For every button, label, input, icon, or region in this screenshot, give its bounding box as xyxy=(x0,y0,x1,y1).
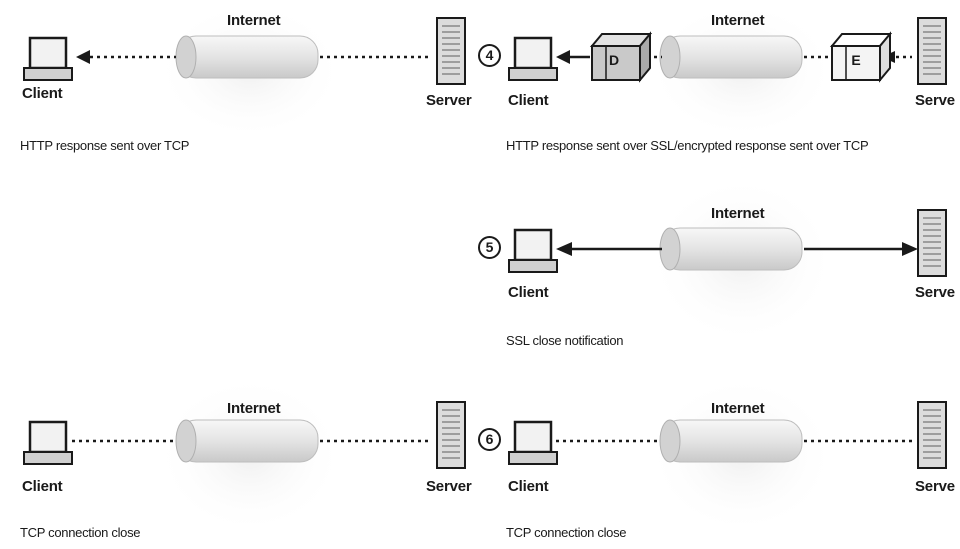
client-label: Client xyxy=(22,85,63,102)
server-icon xyxy=(436,17,466,85)
step-6-badge: 6 xyxy=(478,428,501,451)
client-computer-icon xyxy=(508,36,558,81)
decrypt-box-label: D xyxy=(608,52,620,68)
caption-http-over-ssl: HTTP response sent over SSL/encrypted re… xyxy=(506,138,869,153)
arrowhead-to-client xyxy=(76,50,90,64)
caption-tcp-close-left: TCP connection close xyxy=(20,525,141,540)
server-icon xyxy=(436,401,466,469)
client-computer-icon xyxy=(508,228,558,273)
internet-cloud xyxy=(175,35,319,79)
panel-http-over-ssl xyxy=(508,0,947,140)
internet-label: Internet xyxy=(711,205,765,222)
server-icon xyxy=(917,401,947,469)
encrypt-box-label: E xyxy=(851,52,861,68)
internet-label: Internet xyxy=(711,12,765,29)
internet-cloud xyxy=(659,227,803,271)
server-label: Serve xyxy=(915,92,955,109)
server-label: Server xyxy=(426,92,472,109)
caption-ssl-close: SSL close notification xyxy=(506,333,624,348)
internet-label: Internet xyxy=(227,400,281,417)
internet-cloud xyxy=(659,419,803,463)
client-label: Client xyxy=(508,284,549,301)
internet-label: Internet xyxy=(227,12,281,29)
caption-http-over-tcp: HTTP response sent over TCP xyxy=(20,138,190,153)
internet-cloud xyxy=(175,419,319,463)
server-label: Serve xyxy=(915,478,955,495)
server-icon xyxy=(917,17,947,85)
client-computer-icon xyxy=(23,420,73,465)
client-computer-icon xyxy=(508,420,558,465)
server-label: Serve xyxy=(915,284,955,301)
arrowhead-to-server xyxy=(902,242,918,256)
server-icon xyxy=(917,209,947,277)
panel-ssl-close xyxy=(508,175,947,345)
panel-tcp-close-left xyxy=(23,375,466,535)
decrypt-box-icon xyxy=(589,31,653,83)
step-4-badge: 4 xyxy=(478,44,501,67)
caption-tcp-close-right: TCP connection close xyxy=(506,525,627,540)
client-computer-icon xyxy=(23,36,73,81)
arrowhead-to-client xyxy=(556,50,570,64)
client-label: Client xyxy=(508,92,549,109)
encrypt-box-icon xyxy=(829,31,893,83)
internet-cloud xyxy=(659,35,803,79)
panel-tcp-close-right xyxy=(508,375,947,535)
arrowhead-to-client xyxy=(556,242,572,256)
step-5-badge: 5 xyxy=(478,236,501,259)
internet-label: Internet xyxy=(711,400,765,417)
client-label: Client xyxy=(508,478,549,495)
server-label: Server xyxy=(426,478,472,495)
panel-http-over-tcp xyxy=(23,0,466,140)
client-label: Client xyxy=(22,478,63,495)
